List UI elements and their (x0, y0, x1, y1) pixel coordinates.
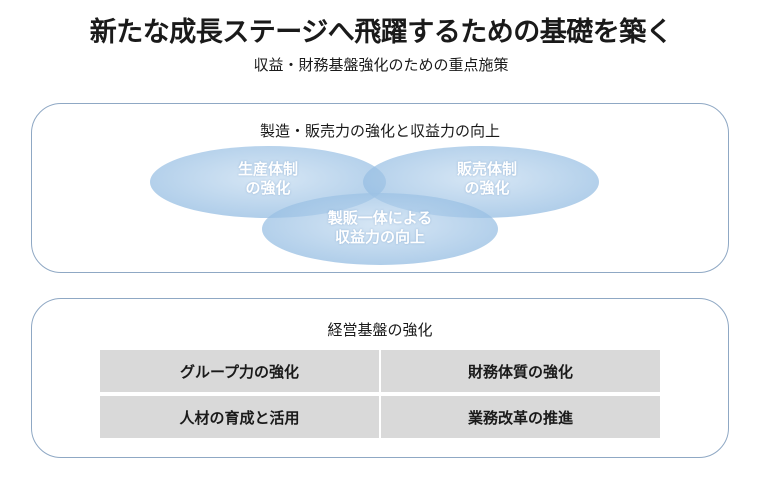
page-title: 新たな成長ステージへ飛躍するための基礎を築く (89, 17, 673, 48)
production-label-line2: の強化 (245, 179, 291, 197)
integrated-ellipse (262, 193, 498, 265)
sales-label-line2: の強化 (464, 179, 510, 197)
production-label-line1: 生産体制 (237, 160, 298, 178)
management-item: 人材の育成と活用 (100, 396, 379, 438)
management-item: グループ力の強化 (100, 350, 379, 392)
management-item: 財務体質の強化 (381, 350, 660, 392)
production-label: 生産体制 の強化 (218, 160, 318, 198)
manufacturing-sales-panel: 生産体制 の強化 販売体制 の強化 製販一体による 収益力の向上 製造・販売力の… (31, 103, 729, 273)
integrated-label: 製販一体による 収益力の向上 (300, 209, 460, 247)
management-grid: グループ力の強化 財務体質の強化 人材の育成と活用 業務改革の推進 (100, 350, 660, 438)
sales-label-line1: 販売体制 (456, 160, 517, 178)
management-panel: 経営基盤の強化 グループ力の強化 財務体質の強化 人材の育成と活用 業務改革の推… (31, 298, 729, 458)
management-item: 業務改革の推進 (381, 396, 660, 438)
management-heading: 経営基盤の強化 (327, 321, 433, 339)
sales-label: 販売体制 の強化 (437, 160, 537, 198)
manufacturing-sales-heading: 製造・販売力の強化と収益力の向上 (259, 122, 500, 140)
integrated-label-line2: 収益力の向上 (334, 228, 425, 246)
venn-diagram (150, 146, 599, 265)
page-subtitle: 収益・財務基盤強化のための重点施策 (253, 56, 509, 74)
integrated-label-line1: 製販一体による (327, 209, 433, 227)
